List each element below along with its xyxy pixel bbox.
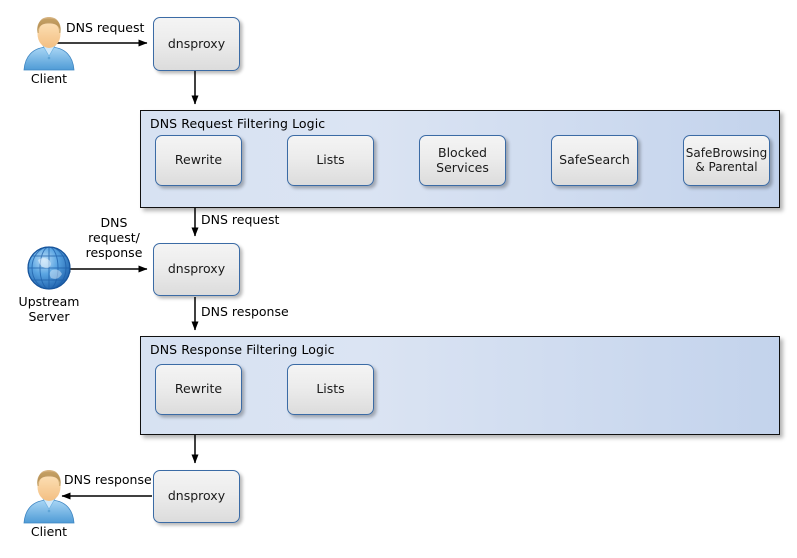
upstream-server-label: Upstream Server (18, 294, 80, 324)
request-stage-safebrowsing-parental[interactable]: SafeBrowsing & Parental (683, 135, 770, 186)
edge-label-dnsproxy-to-response-filter: DNS response (201, 304, 289, 319)
edge-label-dnsproxy-to-client: DNS response (64, 472, 152, 487)
upstream-server: Upstream Server (18, 240, 80, 324)
dns-response-filtering-group: DNS Response Filtering Logic (140, 336, 780, 435)
request-stage-rewrite[interactable]: Rewrite (155, 135, 242, 186)
user-icon (23, 17, 75, 71)
request-stage-safesearch[interactable]: SafeSearch (551, 135, 638, 186)
edge-label-upstream-exchange: DNS request/ response (85, 215, 143, 260)
client-top-label: Client (30, 71, 68, 86)
edge-label-dnsproxy-to-request-filter: DNS request (201, 212, 280, 227)
dnsproxy-bottom-box[interactable]: dnsproxy (153, 470, 240, 523)
response-stage-rewrite[interactable]: Rewrite (155, 364, 242, 415)
dnsproxy-top-box[interactable]: dnsproxy (153, 17, 240, 71)
dns-response-filtering-title: DNS Response Filtering Logic (150, 342, 335, 357)
dns-request-filtering-title: DNS Request Filtering Logic (150, 116, 326, 131)
request-stage-blocked-services[interactable]: Blocked Services (419, 135, 506, 186)
globe-icon (27, 246, 71, 290)
edge-label-client-to-dnsproxy: DNS request (66, 20, 145, 35)
dnsproxy-middle-box[interactable]: dnsproxy (153, 243, 240, 296)
client-bottom-label: Client (30, 524, 68, 539)
client-top: Client (18, 14, 80, 90)
response-stage-lists[interactable]: Lists (287, 364, 374, 415)
request-stage-lists[interactable]: Lists (287, 135, 374, 186)
user-icon (23, 470, 75, 524)
client-bottom: Client (18, 467, 80, 543)
